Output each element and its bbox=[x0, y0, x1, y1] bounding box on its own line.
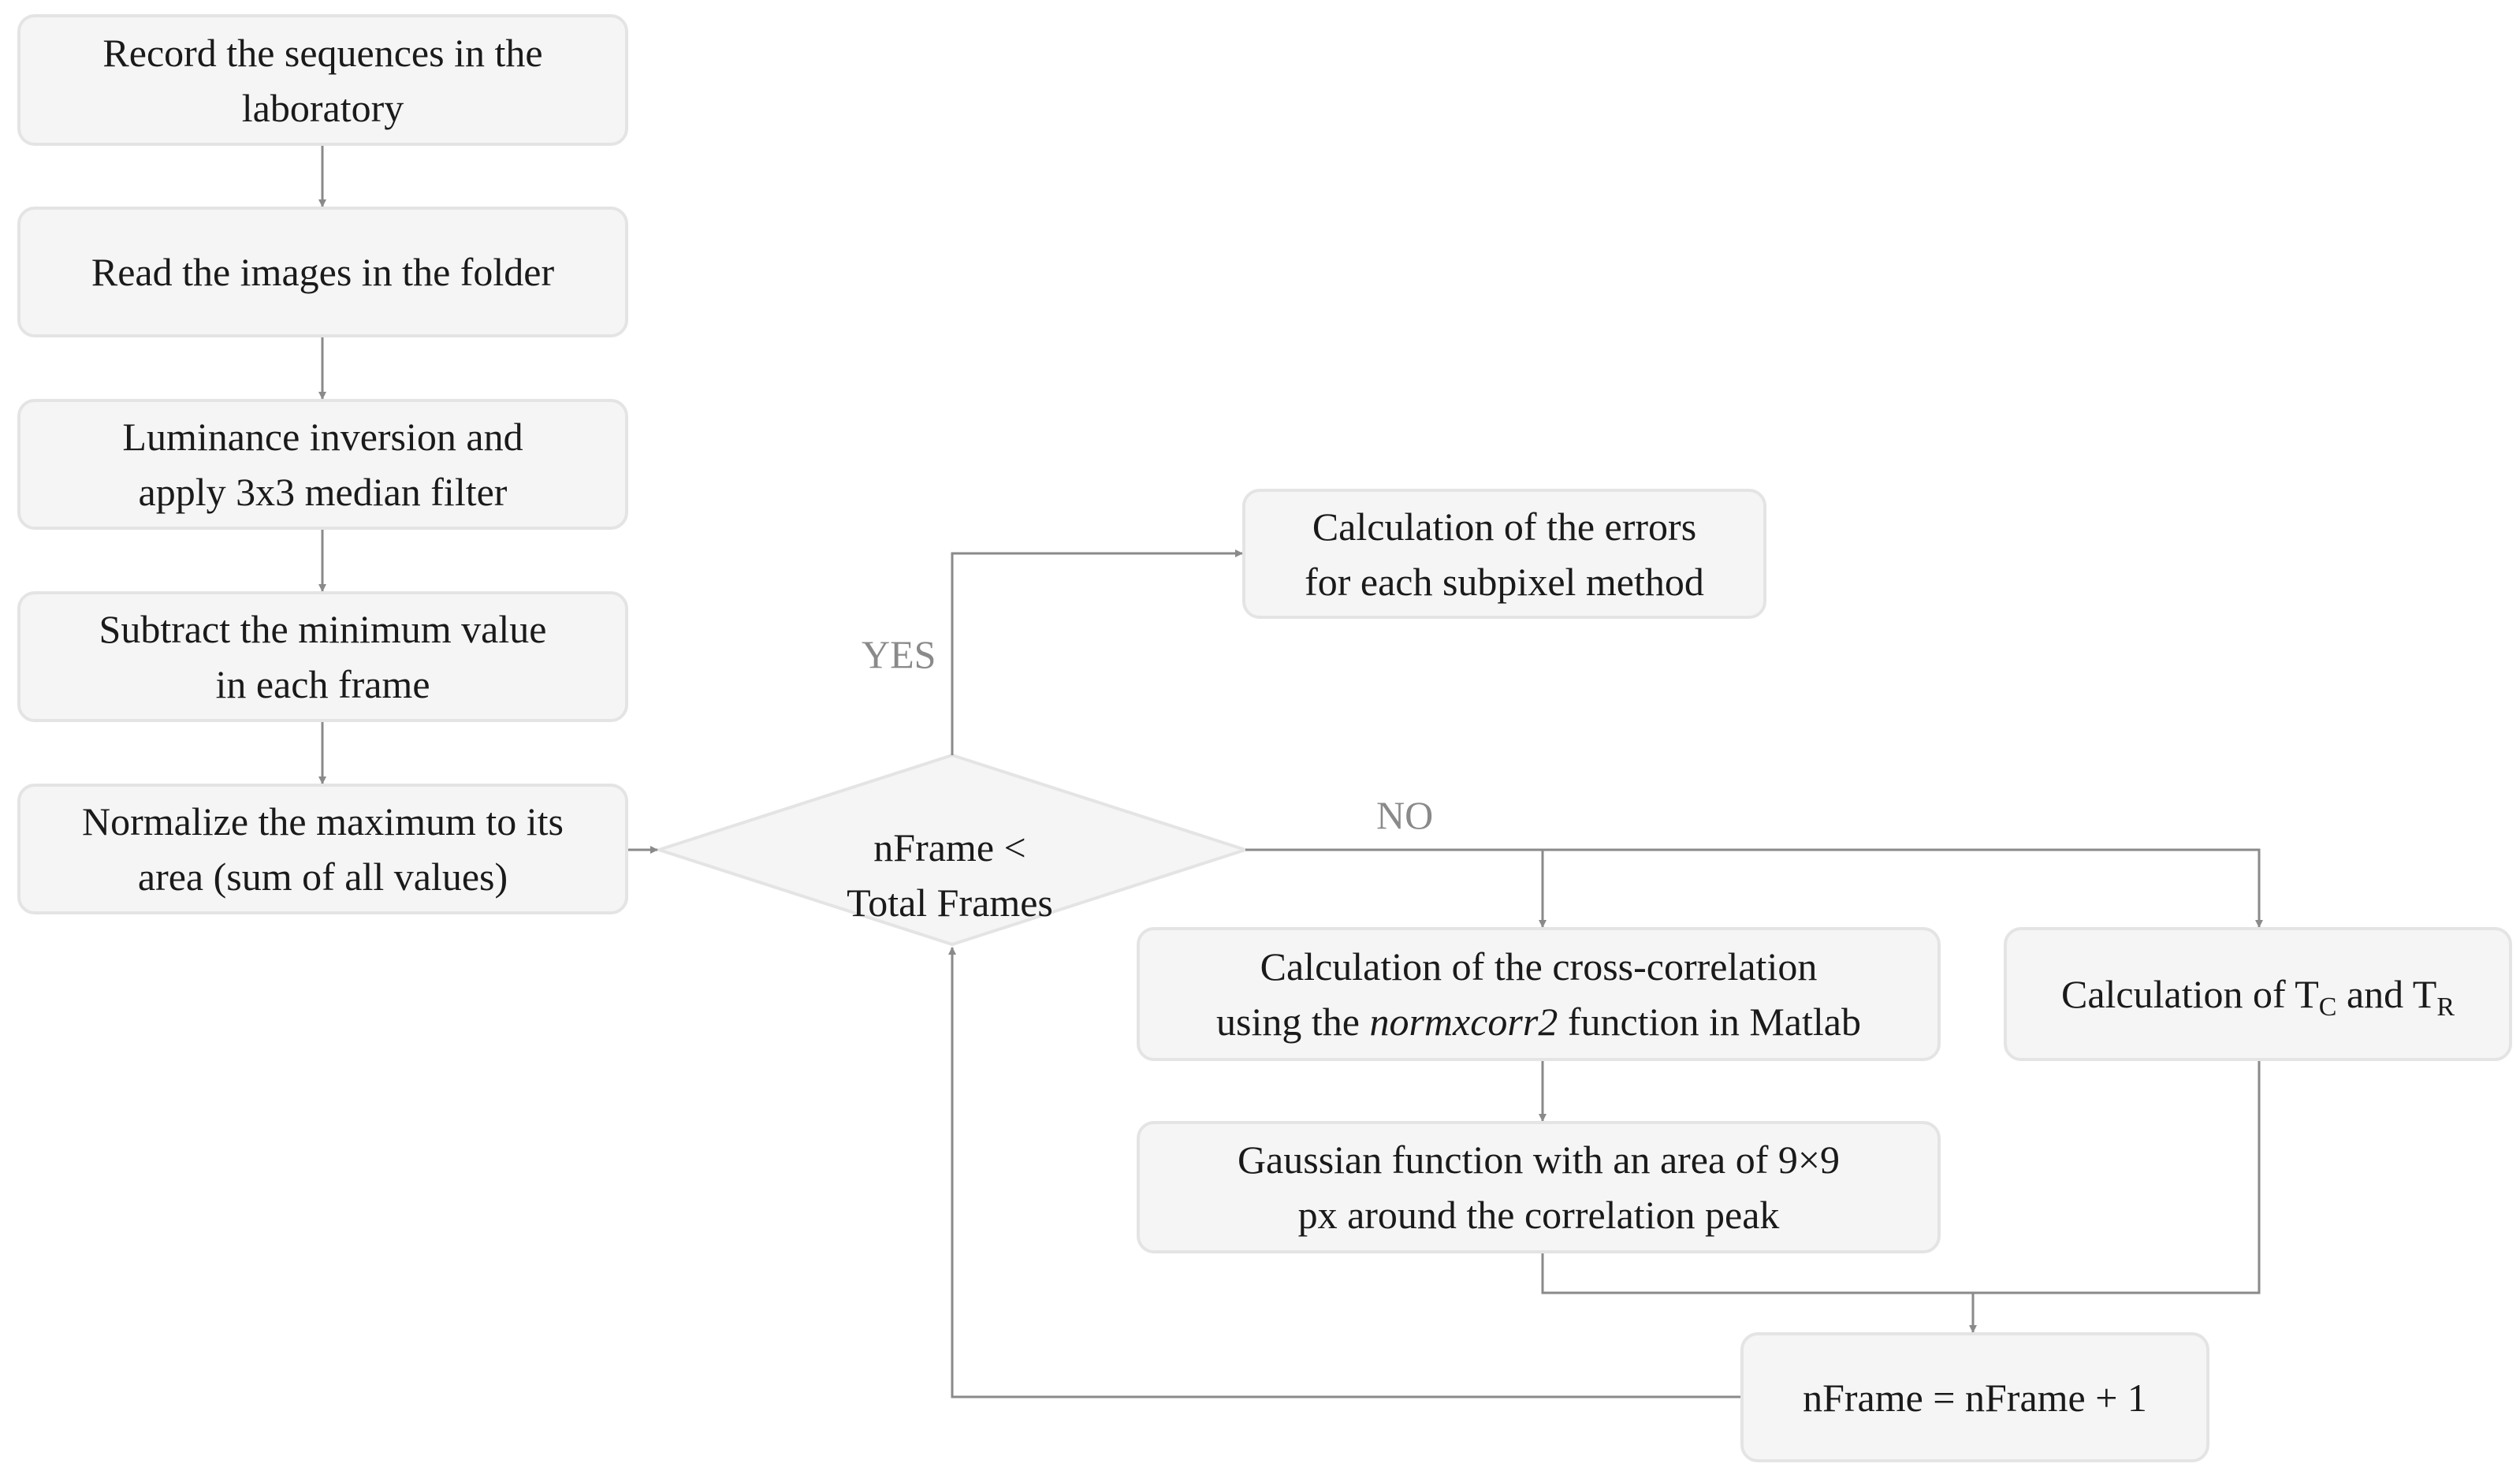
arrow-increment-to-decision bbox=[948, 947, 1740, 1398]
step-errors-line2: for each subpixel method bbox=[1305, 559, 1704, 604]
step-gaussian-function: Gaussian function with an area of 9×9 px… bbox=[1137, 1121, 1941, 1253]
tr-subscript: R bbox=[2436, 992, 2455, 1022]
arrow-yes-to-errors bbox=[951, 549, 1243, 755]
step-subtract-line2: in each frame bbox=[215, 662, 430, 706]
step-subtract-minimum: Subtract the minimum value in each frame bbox=[17, 591, 628, 722]
step-record-line2: laboratory bbox=[241, 85, 404, 130]
step-record-line1: Record the sequences in the bbox=[102, 30, 543, 75]
step-subtract-line1: Subtract the minimum value bbox=[99, 607, 547, 651]
step-normalize-line2: area (sum of all values) bbox=[137, 855, 508, 899]
step-calculation-tc-tr: Calculation of TC and TR bbox=[2004, 927, 2512, 1061]
step-crosscorr-line1: Calculation of the cross-correlation bbox=[1260, 944, 1818, 989]
step-crosscorr-line2: using the normxcorr2 function in Matlab bbox=[1216, 1000, 1861, 1044]
step-increment-frame: nFrame = nFrame + 1 bbox=[1740, 1332, 2209, 1462]
step-tctr-line1: Calculation of TC and TR bbox=[2060, 972, 2455, 1022]
step-cross-correlation: Calculation of the cross-correlation usi… bbox=[1137, 927, 1941, 1061]
step-luminance-line1: Luminance inversion and bbox=[122, 415, 523, 459]
step-normalize-line1: Normalize the maximum to its bbox=[82, 799, 564, 843]
step-luminance-line2: apply 3x3 median filter bbox=[138, 470, 508, 514]
arrow-gaussian-to-increment bbox=[1541, 1253, 1977, 1333]
arrow-no-to-crosscorr bbox=[1245, 848, 1547, 928]
yes-label: YES bbox=[862, 632, 936, 676]
step-luminance-inversion: Luminance inversion and apply 3x3 median… bbox=[17, 399, 628, 530]
arrow-no-to-tctr bbox=[1543, 848, 2263, 928]
decision-diamond bbox=[653, 753, 1251, 947]
step-gaussian-line1: Gaussian function with an area of 9×9 bbox=[1237, 1138, 1841, 1182]
step-read-line1: Read the images in the folder bbox=[91, 250, 555, 294]
step-normalize-maximum: Normalize the maximum to its area (sum o… bbox=[17, 784, 628, 914]
step-errors-line1: Calculation of the errors bbox=[1312, 504, 1697, 549]
tc-subscript: C bbox=[2318, 992, 2337, 1022]
step-increment-line1: nFrame = nFrame + 1 bbox=[1803, 1375, 2147, 1420]
step-record-sequences: Record the sequences in the laboratory bbox=[17, 14, 628, 146]
normxcorr2-function-name: normxcorr2 bbox=[1369, 1000, 1558, 1044]
step-gaussian-line2: px around the correlation peak bbox=[1297, 1193, 1780, 1237]
decision-label: nFrame < Total Frames bbox=[694, 784, 1206, 966]
decision-line2: Total Frames bbox=[847, 881, 1053, 925]
step-read-images: Read the images in the folder bbox=[17, 207, 628, 337]
line-tctr-to-join bbox=[1973, 1061, 2261, 1294]
decision-line1: nFrame < bbox=[873, 825, 1026, 870]
step-calculation-errors: Calculation of the errors for each subpi… bbox=[1242, 489, 1766, 619]
no-label: NO bbox=[1376, 793, 1434, 837]
